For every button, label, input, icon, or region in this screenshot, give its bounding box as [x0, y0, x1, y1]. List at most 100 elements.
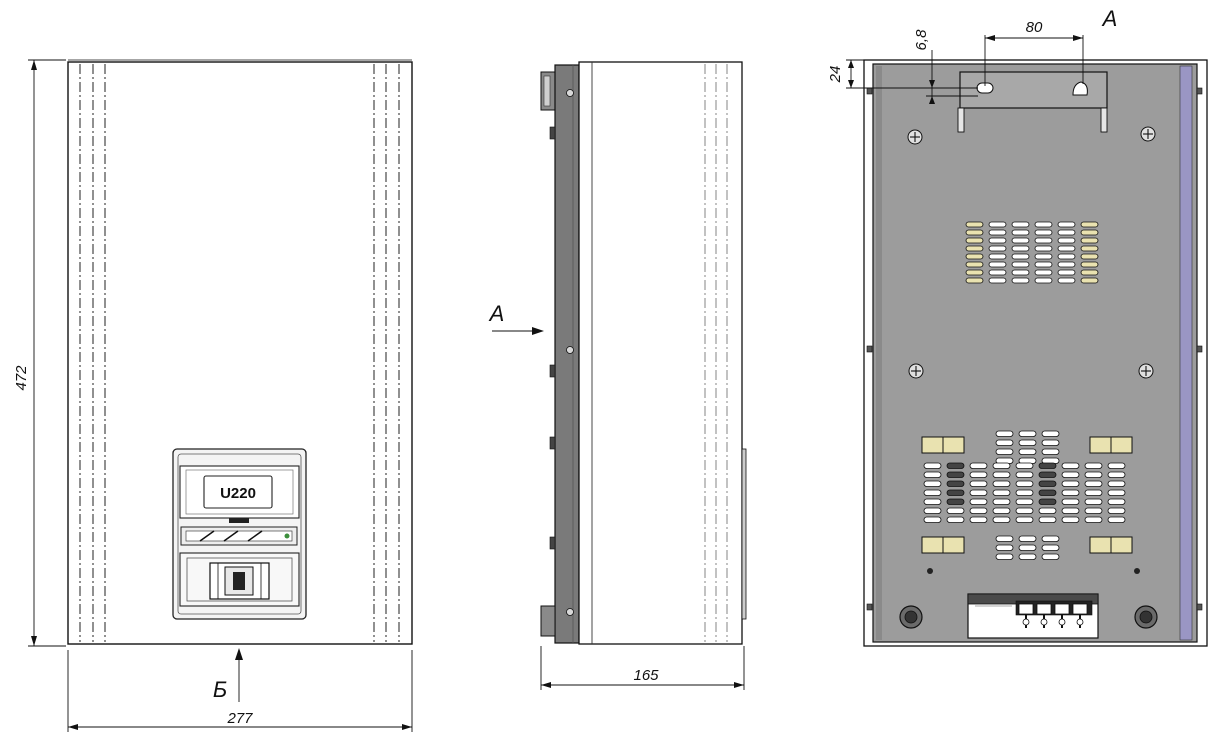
vent-slot [992, 471, 1011, 478]
vent-slot [1057, 253, 1076, 260]
vent-slot [1034, 277, 1053, 284]
side-screws [566, 89, 574, 616]
vent-slot [995, 448, 1014, 455]
vent-slot [946, 462, 965, 469]
vent-slot [965, 229, 984, 236]
vent-slot [988, 253, 1007, 260]
vent-slot [1011, 261, 1030, 268]
vent-slot [1061, 507, 1080, 514]
vent-slot [1041, 439, 1060, 446]
vent-slot [1018, 448, 1037, 455]
vent-slot [1015, 516, 1034, 523]
vent-slot [1061, 471, 1080, 478]
vent-slot [965, 245, 984, 252]
rear-view [863, 59, 1208, 647]
vent-slot [1080, 277, 1099, 284]
vent-slot [1011, 253, 1030, 260]
vent-slot [1080, 229, 1099, 236]
terminal-block [967, 593, 1099, 639]
vent-slot [969, 462, 988, 469]
vent-slot [992, 507, 1011, 514]
vent-slot [1107, 507, 1126, 514]
vent-slot [1107, 516, 1126, 523]
vent-slot [1107, 462, 1126, 469]
upper-vent-grille [965, 221, 1099, 284]
vent-slot [946, 498, 965, 505]
vent-slot [1061, 516, 1080, 523]
mounting-bracket [957, 71, 1108, 133]
vent-slot [992, 516, 1011, 523]
vent-slot [988, 221, 1007, 228]
bracket-top-label: 24 [827, 66, 844, 84]
vent-slot [923, 480, 942, 487]
vent-slot [1057, 229, 1076, 236]
vent-slot [992, 462, 1011, 469]
front-view: U220 [67, 59, 413, 645]
vent-slot [1034, 253, 1053, 260]
vent-slot [1038, 489, 1057, 496]
vent-slot [1015, 489, 1034, 496]
vent-slot [988, 277, 1007, 284]
width-dimension-label: 277 [226, 710, 253, 727]
vent-slot [992, 489, 1011, 496]
vent-slot [1041, 553, 1060, 560]
rear-small-holes [927, 568, 1140, 574]
vent-slot [965, 277, 984, 284]
vent-slot [965, 253, 984, 260]
vent-slot [1080, 237, 1099, 244]
vent-slot [1011, 277, 1030, 284]
side-dimension-arrows [532, 327, 744, 688]
vent-slot [1038, 516, 1057, 523]
vent-slot [1080, 245, 1099, 252]
vent-slot [965, 221, 984, 228]
depth-dimension-label: 165 [633, 667, 659, 684]
vent-slot [1011, 237, 1030, 244]
front-dimensions [28, 59, 413, 732]
vent-slot [1018, 553, 1037, 560]
vent-slot [1034, 229, 1053, 236]
vent-slot [1057, 277, 1076, 284]
vent-slot [995, 430, 1014, 437]
vent-slot [965, 237, 984, 244]
vent-slot [1034, 269, 1053, 276]
vent-slot [1057, 237, 1076, 244]
vent-slot [1107, 471, 1126, 478]
vent-slot [969, 516, 988, 523]
vent-slot [1084, 507, 1103, 514]
vent-slot [988, 269, 1007, 276]
vent-slot [965, 261, 984, 268]
vent-slot [969, 480, 988, 487]
vent-slot [1018, 430, 1037, 437]
vent-slot [946, 507, 965, 514]
vent-slot [969, 498, 988, 505]
view-b-arrow-label: Б [213, 677, 227, 702]
height-dimension-label: 472 [13, 365, 30, 391]
vent-slot [1061, 489, 1080, 496]
front-dimension-arrows [31, 60, 412, 730]
vent-slot [965, 269, 984, 276]
vent-slot [1057, 221, 1076, 228]
vent-slot [946, 480, 965, 487]
vent-slot [1057, 261, 1076, 268]
vent-slot [1080, 253, 1099, 260]
rear-feet [899, 605, 1158, 629]
vent-slot [995, 544, 1014, 551]
side-bumps [549, 126, 556, 550]
vent-slot [923, 507, 942, 514]
vent-slot [1061, 462, 1080, 469]
vent-slot [923, 462, 942, 469]
vent-slot [1107, 480, 1126, 487]
view-a-arrow-label: А [488, 301, 505, 326]
vent-slot [946, 516, 965, 523]
vent-slot [1041, 535, 1060, 542]
vent-slot [992, 480, 1011, 487]
vent-slot [1057, 245, 1076, 252]
vent-slot [923, 516, 942, 523]
side-view [540, 61, 747, 645]
vent-slot [1034, 221, 1053, 228]
vent-slot [969, 471, 988, 478]
vent-slot [1080, 261, 1099, 268]
vent-slot [1061, 480, 1080, 487]
side-fold-lines [704, 64, 728, 642]
